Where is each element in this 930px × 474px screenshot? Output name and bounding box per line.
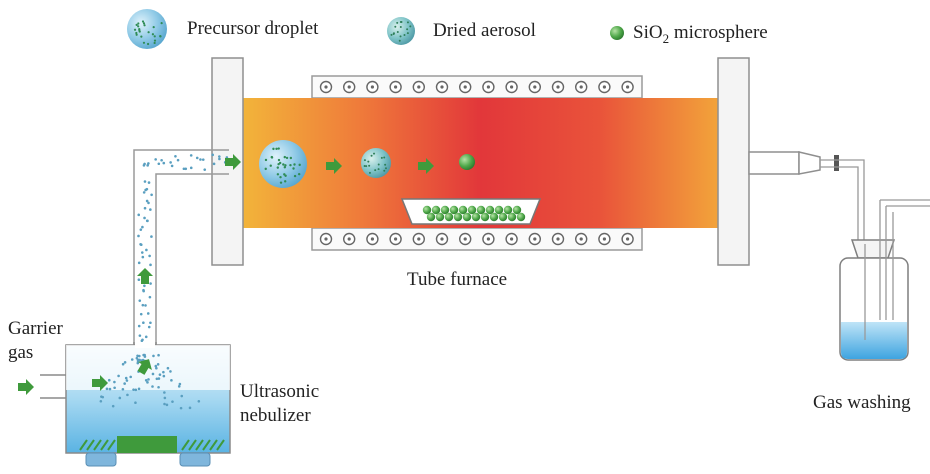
heater-coil-top bbox=[311, 75, 643, 99]
collected-sphere bbox=[458, 205, 468, 215]
collected-sphere bbox=[453, 212, 463, 222]
gas-washing-label: Gas washing bbox=[813, 392, 911, 413]
furnace-precursor-droplet bbox=[259, 140, 307, 188]
collected-sphere bbox=[507, 212, 517, 222]
legend-dried-aerosol-label: Dried aerosol bbox=[433, 20, 536, 41]
carrier-gas-inlet bbox=[40, 374, 66, 399]
carrier-gas-arrow-icon bbox=[18, 379, 34, 395]
collected-sphere bbox=[516, 212, 526, 222]
collected-sphere bbox=[467, 205, 477, 215]
right-flange bbox=[717, 57, 750, 266]
legend-dried-aerosol-icon bbox=[387, 17, 415, 45]
furnace-sio2-microsphere bbox=[459, 154, 475, 170]
carrier-gas-label-line1: Garrier bbox=[8, 318, 63, 339]
collected-sphere bbox=[480, 212, 490, 222]
legend-precursor-droplet-icon bbox=[127, 9, 167, 49]
nebulizer-label-line2: nebulizer bbox=[240, 405, 311, 426]
collected-sphere bbox=[503, 205, 513, 215]
collected-sphere bbox=[476, 205, 486, 215]
collected-sphere bbox=[498, 212, 508, 222]
furnace-dried-aerosol bbox=[361, 148, 391, 178]
outlet-pipe bbox=[748, 151, 865, 244]
legend-sio2-microsphere-label: SiO2 microsphere bbox=[633, 22, 768, 46]
collected-sphere bbox=[489, 212, 499, 222]
aerosol-feed-pipe bbox=[133, 149, 229, 345]
collected-sphere bbox=[426, 212, 436, 222]
tube-furnace-label: Tube furnace bbox=[407, 269, 508, 290]
ultrasonic-nebulizer bbox=[65, 342, 231, 467]
collected-sphere bbox=[422, 205, 432, 215]
nebulizer-label-line1: Ultrasonic bbox=[240, 381, 320, 402]
legend-sio2-microsphere-icon bbox=[610, 26, 624, 40]
collected-sphere bbox=[431, 205, 441, 215]
collected-sphere bbox=[485, 205, 495, 215]
carrier-gas-label-line2: gas bbox=[8, 342, 34, 363]
collected-sphere bbox=[435, 212, 445, 222]
flow-arrow-up-icon bbox=[137, 268, 153, 284]
collection-boat bbox=[400, 198, 542, 225]
collected-sphere bbox=[494, 205, 504, 215]
collected-sphere bbox=[440, 205, 450, 215]
gas-washing-bottle bbox=[839, 199, 930, 361]
collected-sphere bbox=[449, 205, 459, 215]
legend-precursor-droplet-label: Precursor droplet bbox=[187, 18, 319, 39]
heater-coil-bottom bbox=[311, 227, 643, 251]
collected-sphere bbox=[512, 205, 522, 215]
collected-sphere bbox=[444, 212, 454, 222]
flow-arrow-up-icon bbox=[137, 359, 152, 375]
collected-sphere bbox=[471, 212, 481, 222]
collected-sphere bbox=[462, 212, 472, 222]
